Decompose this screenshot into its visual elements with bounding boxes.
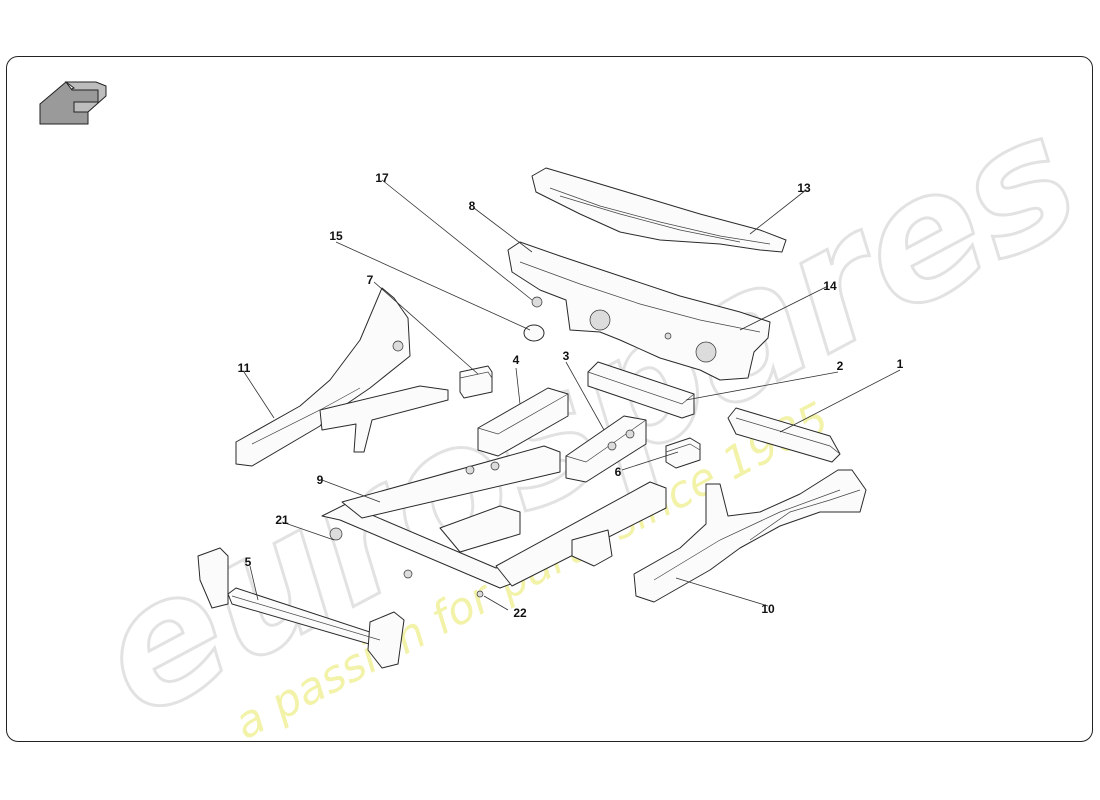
- callout-5: 5: [245, 555, 252, 569]
- callout-2: 2: [837, 359, 844, 373]
- part-17-grommet: [531, 296, 543, 308]
- callout-21: 21: [275, 513, 289, 527]
- part-2-box-section: [587, 361, 695, 419]
- callout-4: 4: [513, 353, 520, 367]
- callout-11: 11: [238, 361, 251, 375]
- callout-22: 22: [513, 606, 527, 620]
- part-15-plug: [523, 324, 545, 342]
- leader-lines: [243, 179, 901, 611]
- callout-1: 1: [897, 357, 904, 371]
- part-1-channel: [727, 407, 841, 463]
- part-3-box-section: [565, 415, 647, 483]
- callout-17: 17: [375, 171, 389, 185]
- back-arrow-icon[interactable]: [39, 81, 107, 125]
- callout-13: 13: [797, 181, 811, 195]
- part-11-left-rail: [235, 287, 449, 467]
- callout-3: 3: [563, 349, 570, 363]
- callout-labels: 1 2 3 4 5 6 7 8 9 10 11 13 14 15 17 21 2…: [238, 171, 904, 620]
- callout-6: 6: [615, 465, 622, 479]
- part-9-subframe: [321, 445, 667, 598]
- part-13-upper-crossmember: [531, 167, 787, 253]
- part-8-bulkhead-panel: [507, 241, 771, 381]
- part-10-right-rail: [633, 469, 867, 603]
- callout-8: 8: [469, 199, 476, 213]
- callout-14: 14: [823, 279, 837, 293]
- part-4-box-section: [477, 387, 569, 457]
- part-5-lower-crossbar: [197, 547, 405, 669]
- part-6-bracket: [665, 437, 701, 469]
- part-7-bracket: [459, 365, 493, 399]
- callout-15: 15: [329, 229, 343, 243]
- callout-10: 10: [761, 602, 775, 616]
- callout-9: 9: [317, 473, 324, 487]
- callout-7: 7: [367, 273, 374, 287]
